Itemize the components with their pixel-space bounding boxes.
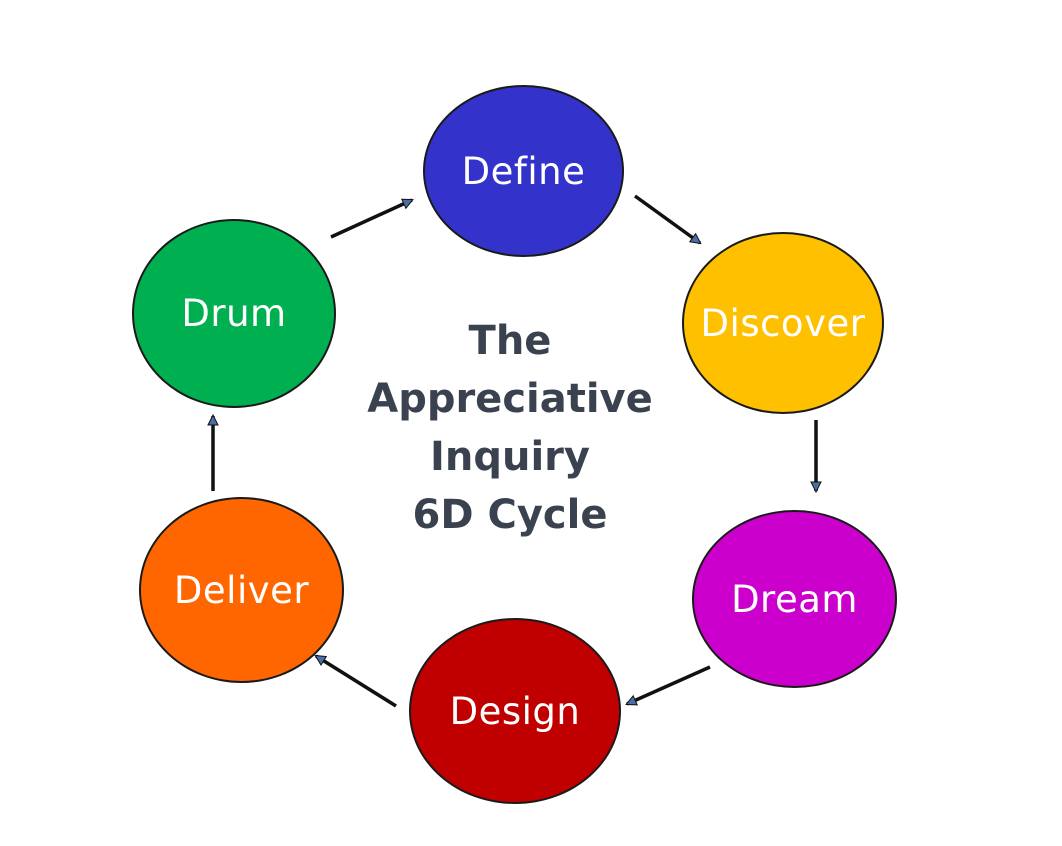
arrow-design-to-deliver (316, 654, 397, 708)
node-discover: Discover (682, 232, 884, 414)
node-drum: Drum (132, 219, 336, 408)
node-design: Design (409, 618, 621, 804)
node-define-label: Define (461, 149, 586, 193)
node-design-label: Design (449, 689, 581, 733)
diagram-title: The Appreciative Inquiry 6D Cycle (330, 312, 690, 544)
arrow-dream-to-design (627, 665, 711, 706)
node-discover-label: Discover (700, 301, 866, 345)
node-dream-label: Dream (731, 577, 858, 621)
node-define: Define (423, 85, 624, 257)
node-deliver-label: Deliver (173, 568, 310, 612)
title-line-3: Inquiry (430, 434, 590, 480)
node-drum-label: Drum (181, 292, 287, 335)
arrow-drum-to-define (330, 198, 412, 239)
node-deliver: Deliver (139, 497, 344, 683)
arrow-define-to-discover (633, 194, 700, 245)
title-line-2: Appreciative (367, 376, 653, 422)
title-line-4: 6D Cycle (412, 492, 608, 538)
title-line-1: The (468, 318, 552, 364)
node-dream: Dream (692, 510, 897, 688)
